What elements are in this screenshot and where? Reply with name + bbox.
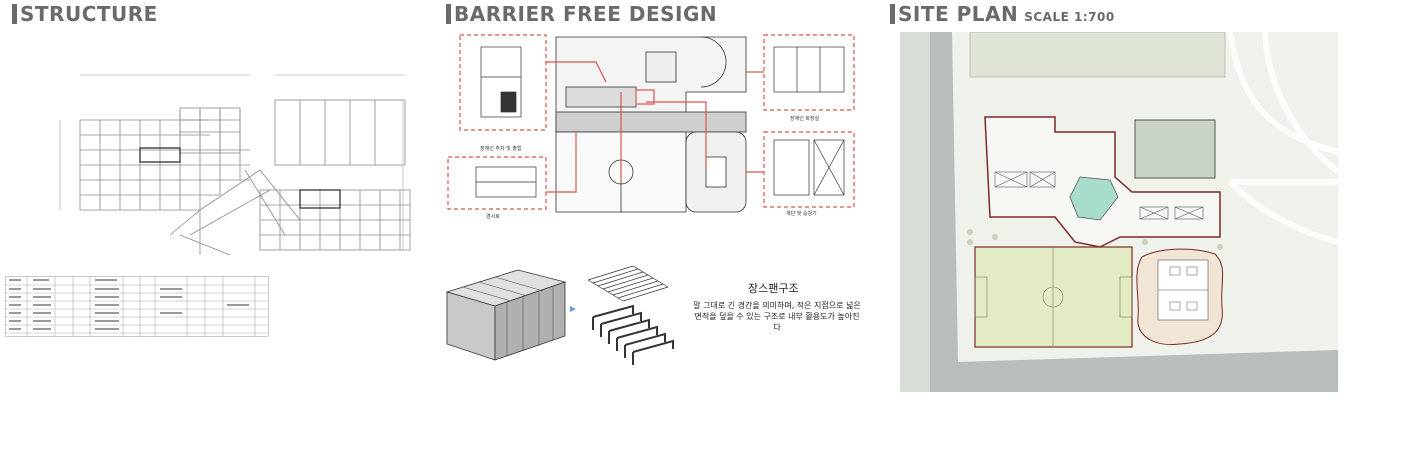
- structure-heading: STRUCTURE: [12, 2, 158, 26]
- heading-bar: [890, 4, 895, 24]
- site-plan-title: SITE PLAN: [898, 2, 1019, 26]
- label-toilet: 장애인 화장실: [790, 115, 820, 122]
- detail-box-ramp: [447, 156, 547, 210]
- site-plan-scale: SCALE 1:700: [1024, 10, 1115, 24]
- long-span-isometric: [445, 265, 674, 365]
- trees: [967, 229, 1223, 250]
- left-wing-grid: [79, 110, 250, 211]
- pedestrian-paths: [1227, 32, 1338, 245]
- barrier-free-heading: BARRIER FREE DESIGN: [446, 2, 717, 26]
- barrier-free-title: BARRIER FREE DESIGN: [454, 2, 718, 26]
- long-span-title: 장스팬구조: [748, 282, 799, 295]
- exploded-structure: [587, 265, 674, 365]
- center-tower-grid: [179, 107, 241, 154]
- central-floor-plan: [555, 36, 747, 213]
- gym-long-span-grid: [274, 99, 406, 166]
- label-ramp: 경사로: [486, 213, 500, 220]
- site-plan-heading: SITE PLAN SCALE 1:700: [890, 2, 1115, 26]
- structure-grid-plan: [59, 74, 411, 256]
- roads: [900, 32, 1338, 392]
- detail-box-elevator: [459, 34, 547, 131]
- detail-box-toilet: [763, 34, 855, 111]
- gym-building: [1134, 119, 1216, 179]
- building-volume: [445, 269, 567, 361]
- long-span-description: 말 그대로 긴 경간을 의미하며, 적은 지점으로 넓은 면적을 덮을 수 있는…: [693, 301, 861, 332]
- label-elevator: 장애인 주차 및 출입: [480, 145, 522, 152]
- soccer-field: [974, 246, 1133, 348]
- accessible-route-lines: [536, 61, 766, 193]
- heading-bar: [12, 4, 17, 24]
- label-stair: 계단 및 승강기: [786, 210, 817, 217]
- site-plan-map: [900, 32, 1338, 392]
- structure-schedule-table: [5, 276, 269, 337]
- arrow-icon: [570, 306, 576, 312]
- diagonal-connector: [169, 169, 301, 256]
- barrier-free-plan: 장애인 주차 및 출입 경사로 장애인 화장실 계단 및 승강기: [447, 34, 855, 220]
- right-wing-grid: [259, 189, 411, 251]
- north-lot: [969, 32, 1226, 78]
- structure-title: STRUCTURE: [20, 2, 158, 26]
- heading-bar: [446, 4, 451, 24]
- pool: [1069, 176, 1119, 221]
